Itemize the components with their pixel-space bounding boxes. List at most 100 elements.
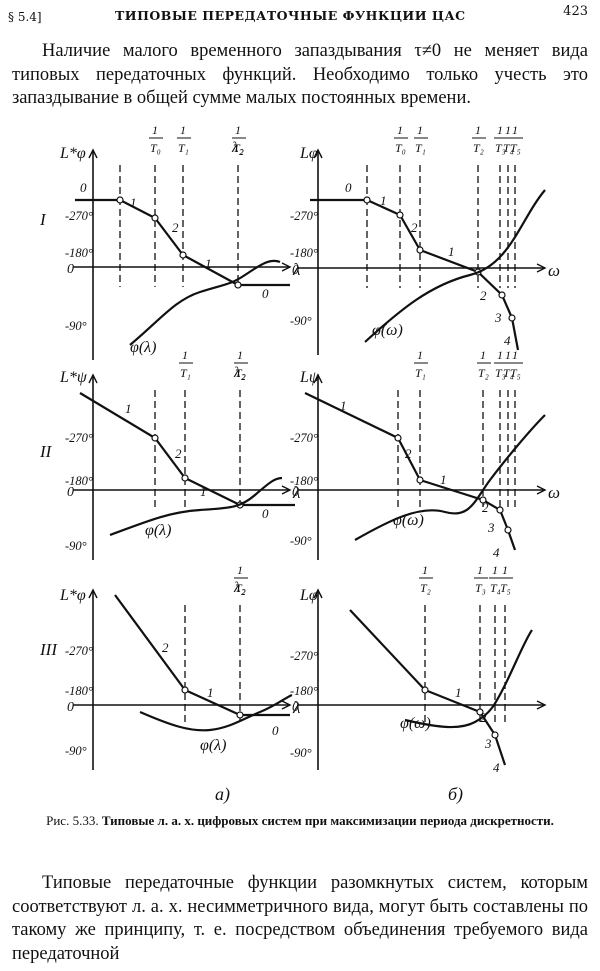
running-title: ТИПОВЫЕ ПЕРЕДАТОЧНЫЕ ФУНКЦИИ ЦАС [115,8,466,23]
breakpoint-marker [491,731,499,739]
phase-curve [109,476,283,537]
figure-caption: Рис. 5.33. Типовые л. а. х. цифровых сис… [10,812,590,829]
phase-tick-label: -270° [290,649,318,663]
zero-label: 0 [292,700,299,715]
phase-curve [129,259,281,346]
phase-curve-label: φ(ω) [400,715,431,732]
slope-label: 2 [411,220,418,235]
phase-tick-label: -180° [290,246,318,260]
fraction-numerator: 1 [397,123,403,137]
fraction-denominator: T₁ [178,141,189,155]
breakpoint-marker [394,434,402,442]
fraction-numerator: 1 [180,123,186,137]
breakpoint-marker [416,246,424,254]
y-axis-label: Lφ [299,587,318,604]
fraction-denominator: T₂ [478,366,489,380]
zero-label: 0 [67,700,74,715]
phase-curve-label: φ(ω) [372,322,403,339]
slope-label: 0 [262,506,269,521]
fraction-denominator: T₅ [510,141,521,155]
y-axis-label: L*ψ [59,369,88,386]
x-axis-arrow [536,485,547,495]
breakpoint-marker [179,251,187,259]
slope-label: 1 [200,484,207,499]
fraction-numerator: 1 [505,348,511,362]
slope-label: 1 [205,256,212,271]
fraction-numerator: 1 [417,348,423,362]
phase-tick-label: -180° [290,474,318,488]
x-axis-label: λ [292,483,300,502]
phase-tick-label: -180° [65,246,93,260]
fraction-denominator: T₂ [235,581,246,595]
y-axis-arrow [88,373,98,384]
row-label-3: III [39,640,58,659]
phase-tick-label: -90° [65,744,87,758]
x-axis-arrow [281,485,292,495]
y-axis-label: L*φ [59,145,86,162]
y-axis-label: Lψ [299,369,320,386]
y-axis-label: L*φ [59,587,86,604]
breakpoint-marker [151,214,159,222]
x-axis-arrow [536,263,547,273]
caption-text: Типовые л. а. х. цифровых систем при мак… [101,813,554,828]
y-axis-arrow [88,588,98,599]
fraction-numerator: 1 [497,348,503,362]
section-number: § 5.4] [8,10,42,24]
breakpoint-marker [498,291,506,299]
fraction-denominator: T₁ [180,366,191,380]
x-axis-arrow [281,262,292,272]
fraction-denominator: T₃ [475,581,486,595]
slope-label: 4 [493,545,500,560]
fraction-numerator: 1 [422,563,428,577]
x-axis-label: ω [548,261,560,280]
slope-label: 1 [448,244,455,259]
lambda-2-marker: λ₂ [233,580,246,596]
page-number: 423 [563,4,588,19]
lah-asymptote-curve [75,198,290,287]
breakpoint-marker [116,196,124,204]
slope-label: 3 [494,310,502,325]
breakpoint-marker [476,708,484,716]
phase-tick-label: -180° [290,684,318,698]
phase-tick-label: -90° [290,746,312,760]
phase-tick-label: -90° [65,319,87,333]
fraction-denominator: T₅ [500,581,511,595]
fraction-numerator: 1 [475,123,481,137]
y-axis-arrow [88,148,98,159]
slope-label: 1 [207,685,214,700]
fraction-numerator: 1 [182,348,188,362]
slope-label: 2 [162,640,169,655]
y-axis-arrow [313,373,323,384]
fraction-numerator: 1 [512,348,518,362]
phase-curve-label: φ(λ) [200,737,226,754]
phase-curve [354,414,546,541]
breakpoint-marker [416,476,424,484]
slope-label: 0 [272,723,279,738]
phase-tick-label: -90° [290,314,312,328]
slope-label: 1 [130,195,137,210]
slope-label: 2 [175,446,182,461]
fraction-denominator: T₀ [150,141,161,155]
phase-curve-label: φ(ω) [393,512,424,529]
slope-label: 1 [380,193,387,208]
fraction-numerator: 1 [477,563,483,577]
phase-tick-label: -270° [65,644,93,658]
fraction-numerator: 1 [497,123,503,137]
phase-tick-label: -180° [65,684,93,698]
slope-label: 0 [262,286,269,301]
phase-tick-label: -270° [290,209,318,223]
y-axis-arrow [313,588,323,599]
paragraph-text: Наличие малого временного запаздывания τ… [12,41,588,108]
slope-label: 4 [504,333,511,348]
slope-label: 1 [440,472,447,487]
lambda-2-marker: λ₂ [231,140,244,156]
slope-label: 1 [125,401,132,416]
x-axis-arrow [536,700,547,710]
paragraph-1: Наличие малого временного запаздывания τ… [12,40,588,111]
breakpoint-marker [421,686,429,694]
breakpoint-marker [504,526,512,534]
lah-asymptote-curve [310,198,520,351]
breakpoint-marker [236,711,244,719]
fraction-denominator: T₁ [415,141,426,155]
